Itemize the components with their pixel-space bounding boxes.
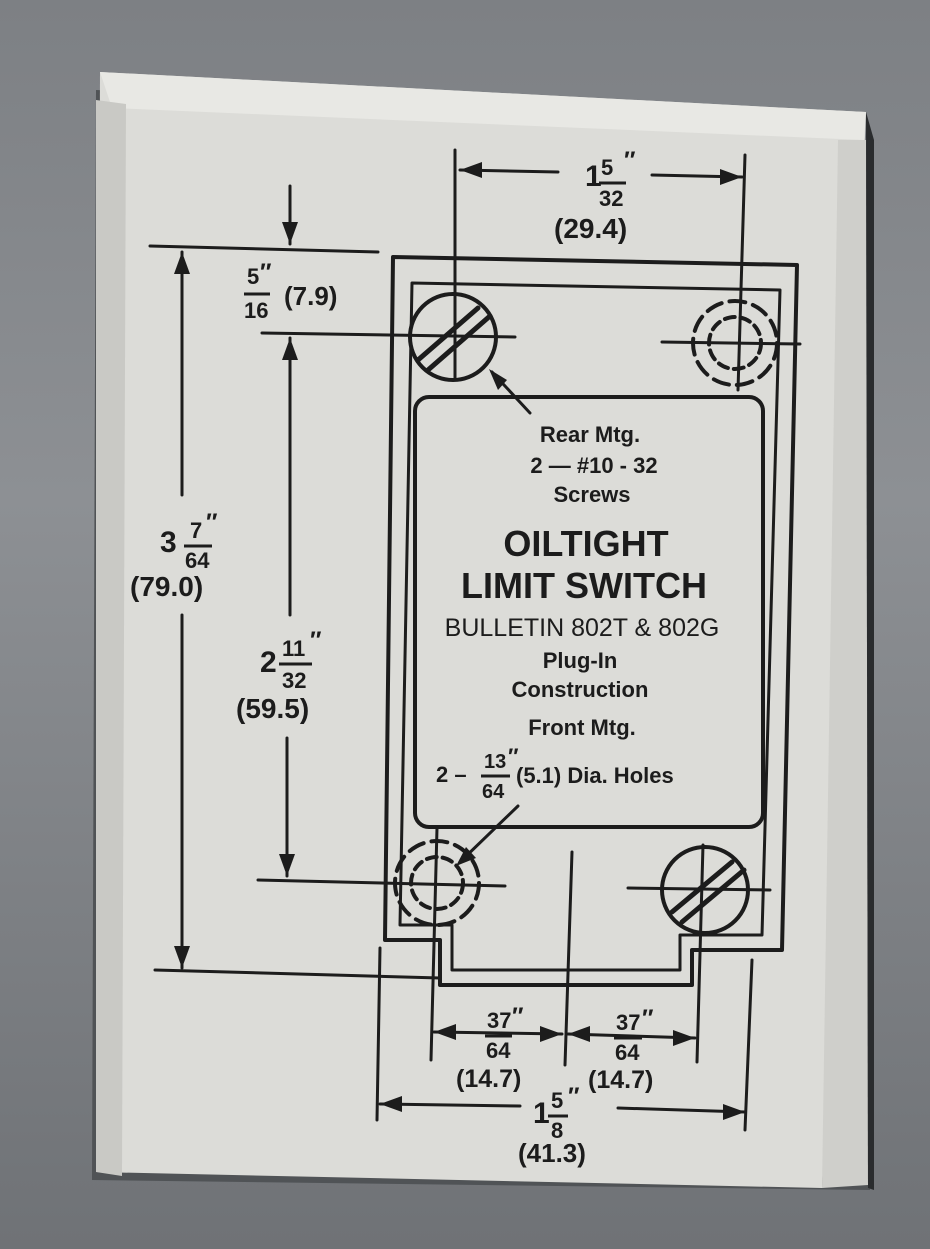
dim-top-offset: 5 ″ 16 (7.9): [244, 259, 337, 323]
dim-hole-spacing-whole: 2: [260, 646, 277, 679]
dim-bottom-left-mark: ″: [512, 1003, 524, 1030]
arrow-bottom-left-start: [434, 1024, 456, 1040]
arrow-overall-height-bottom: [174, 946, 190, 968]
rear-mtg-line3: Screws: [553, 482, 630, 507]
holes-suffix: (5.1) Dia. Holes: [516, 763, 674, 788]
dim-hole-spacing: 2 11 ″ 32 (59.5): [236, 627, 322, 724]
label-panel-text: Rear Mtg. 2 — #10 - 32 Screws OILTIGHT L…: [445, 422, 720, 740]
switch-outer-outline: [383, 255, 799, 987]
dim-top-offset-mark: ″: [260, 259, 272, 286]
centerline-bottom-right-horizontal: [626, 886, 772, 892]
centerline-bottom-left-horizontal: [256, 878, 507, 888]
dim-overall-width: 1 5 ″ 8 (41.3): [518, 1083, 586, 1168]
dim-top-width-mark: ″: [624, 147, 636, 174]
dim-top-width-metric: (29.4): [554, 213, 627, 244]
extension-outer-left: [375, 946, 382, 1122]
box-right-edge: [822, 140, 868, 1188]
dim-bottom-left: 37 ″ 64 (14.7): [456, 1003, 524, 1093]
dim-overall-height-whole: 3: [160, 526, 177, 559]
dim-bottom-right: 37 ″ 64 (14.7): [588, 1005, 654, 1094]
arrow-overall-width-left: [380, 1096, 402, 1112]
arrow-bottom-right-end: [673, 1030, 695, 1046]
dim-overall-height: 3 7 ″ 64 (79.0): [130, 509, 218, 602]
holes-den: 64: [482, 781, 505, 803]
dim-overall-width-den: 8: [551, 1118, 563, 1143]
dim-bottom-left-num: 37: [487, 1008, 511, 1033]
arrow-top-width-left: [460, 162, 482, 178]
front-mtg-text: Front Mtg.: [528, 715, 636, 740]
dimension-drawing: [148, 148, 802, 1132]
dim-bottom-right-den: 64: [615, 1040, 640, 1065]
arrow-top-offset: [282, 222, 298, 244]
arrow-front-mtg: [456, 847, 476, 866]
dim-hole-spacing-den: 32: [282, 668, 306, 693]
arrow-bottom-left-end: [540, 1026, 562, 1042]
dim-top-offset-num: 5: [247, 264, 259, 289]
plug-in-line2: Construction: [512, 677, 649, 702]
centerline-bottom-left-vertical: [429, 826, 439, 1062]
dim-overall-height-mark: ″: [206, 509, 218, 536]
rear-mtg-line1: Rear Mtg.: [540, 422, 640, 447]
arrow-hole-spacing-bottom: [279, 854, 295, 876]
plug-in-line1: Plug-In: [543, 648, 618, 673]
dim-bottom-left-den: 64: [486, 1038, 511, 1063]
title-line2: LIMIT SWITCH: [461, 565, 707, 606]
centerline-right-vertical: [736, 153, 747, 392]
extension-bottom: [153, 968, 442, 980]
dim-overall-width-mark: ″: [568, 1083, 580, 1110]
dim-bottom-left-metric: (14.7): [456, 1065, 521, 1093]
centerline-bottom-right-vertical: [695, 843, 705, 1064]
centerline-middle-vertical: [563, 850, 574, 1067]
box-left-edge: [96, 100, 126, 1176]
title-line1: OILTIGHT: [503, 523, 668, 564]
dim-line-overall-width-left: [378, 1102, 522, 1108]
centerline-top-right-horizontal: [660, 340, 802, 346]
box-right-dark-edge: [866, 112, 874, 1190]
rear-mtg-line2: 2 — #10 - 32: [530, 453, 657, 478]
dim-overall-width-whole: 1: [533, 1097, 550, 1130]
dim-overall-height-den: 64: [185, 548, 210, 573]
bulletin-text: BULLETIN 802T & 802G: [445, 614, 720, 642]
extension-outer-right: [743, 958, 754, 1132]
label-panel: [413, 395, 765, 829]
dim-overall-width-metric: (41.3): [518, 1138, 586, 1168]
arrow-rear-mtg: [489, 369, 507, 390]
holes-mark: ″: [508, 744, 519, 769]
dim-bottom-right-metric: (14.7): [588, 1066, 653, 1094]
dimension-labels: 1 5 32 ″ (29.4) 5 ″ 16 (7.9) 3 7 ″ 64 (7…: [130, 147, 654, 1168]
dim-top-offset-metric: (7.9): [284, 281, 337, 311]
dim-hole-spacing-num: 11: [282, 636, 305, 661]
dim-hole-spacing-metric: (59.5): [236, 693, 309, 724]
dim-top-offset-den: 16: [244, 298, 268, 323]
dim-top-width-num: 5: [601, 155, 613, 180]
arrow-top-width-right: [720, 169, 742, 185]
dim-overall-height-num: 7: [190, 518, 202, 543]
dim-top-width: 1 5 32 ″ (29.4): [554, 147, 636, 244]
dim-bottom-right-num: 37: [616, 1010, 640, 1035]
box-top-edge: [100, 72, 866, 140]
dim-hole-spacing-mark: ″: [310, 627, 322, 654]
holes-prefix: 2 –: [436, 762, 467, 787]
centerline-top-left-horizontal: [260, 331, 517, 339]
arrow-overall-height-top: [174, 252, 190, 274]
dim-top-width-whole: 1: [585, 160, 602, 193]
dim-overall-width-num: 5: [551, 1088, 563, 1113]
extension-top: [148, 244, 380, 254]
arrow-bottom-right-start: [568, 1026, 590, 1042]
dim-bottom-right-mark: ″: [642, 1005, 654, 1032]
switch-inner-outline: [398, 281, 782, 972]
arrowheads: [174, 162, 745, 1120]
arrow-overall-width-right: [723, 1104, 745, 1120]
dim-top-width-den: 32: [599, 186, 623, 211]
dim-overall-height-metric: (79.0): [130, 571, 203, 602]
holes-note: 2 – 13 ″ 64 (5.1) Dia. Holes: [436, 744, 674, 803]
holes-num: 13: [484, 751, 506, 773]
arrow-hole-spacing-top: [282, 338, 298, 360]
